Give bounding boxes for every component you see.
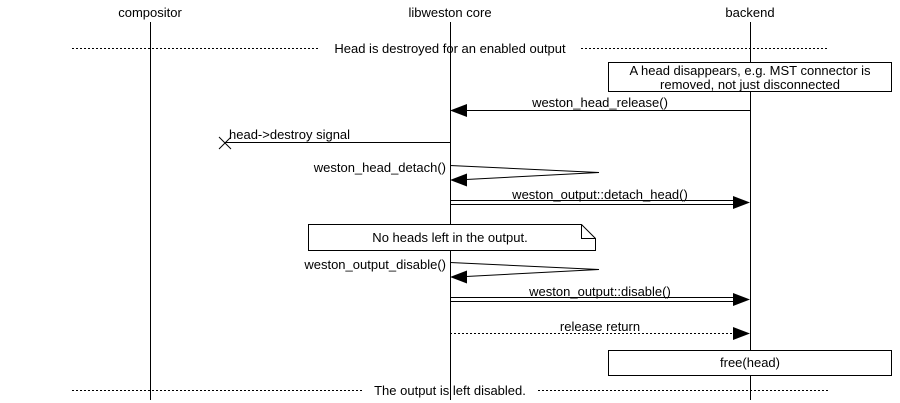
message-label-weston-output-detach-head: weston_output::detach_head() [512,187,688,202]
participant-label-compositor: compositor [118,5,182,20]
note-no-heads-box [308,224,596,251]
message-arrow-weston-output-disable-call [450,293,750,306]
note-no-heads-text: No heads left in the output. [372,230,528,245]
note-head-disappears-text: A head disappears, e.g. MST connector is… [608,64,892,92]
message-label-weston-head-release: weston_head_release() [532,95,668,110]
note-head-disappears-box [608,62,892,92]
message-arrow-head-destroy-signal [218,136,450,150]
message-label-head-destroy-signal: head->destroy signal [229,127,351,142]
note-head-disappears-line1: A head disappears, e.g. MST connector is [629,63,871,78]
message-label-weston-output-disable-call: weston_output::disable() [529,284,671,299]
message-arrow-weston-output-disable-self [449,262,600,284]
message-label-release-return: release return [559,319,641,334]
participant-label-backend: backend [725,5,775,20]
divider-label-top: Head is destroyed for an enabled output [334,41,566,56]
message-label-weston-output-disable-self: weston_output_disable() [304,257,446,272]
message-arrow-release-return [450,327,750,340]
message-arrow-weston-output-detach-head [450,196,750,209]
box-free-head-text: free(head) [720,355,780,370]
box-free-head [608,350,892,376]
participant-label-libweston-core: libweston core [408,5,492,20]
note-head-disappears-line2: removed, not just disconnected [660,77,840,92]
message-arrow-weston-head-detach [449,165,600,187]
divider-label-bottom: The output is left disabled. [374,383,526,398]
message-label-weston-head-detach: weston_head_detach() [313,160,446,175]
message-arrow-weston-head-release [450,104,750,117]
